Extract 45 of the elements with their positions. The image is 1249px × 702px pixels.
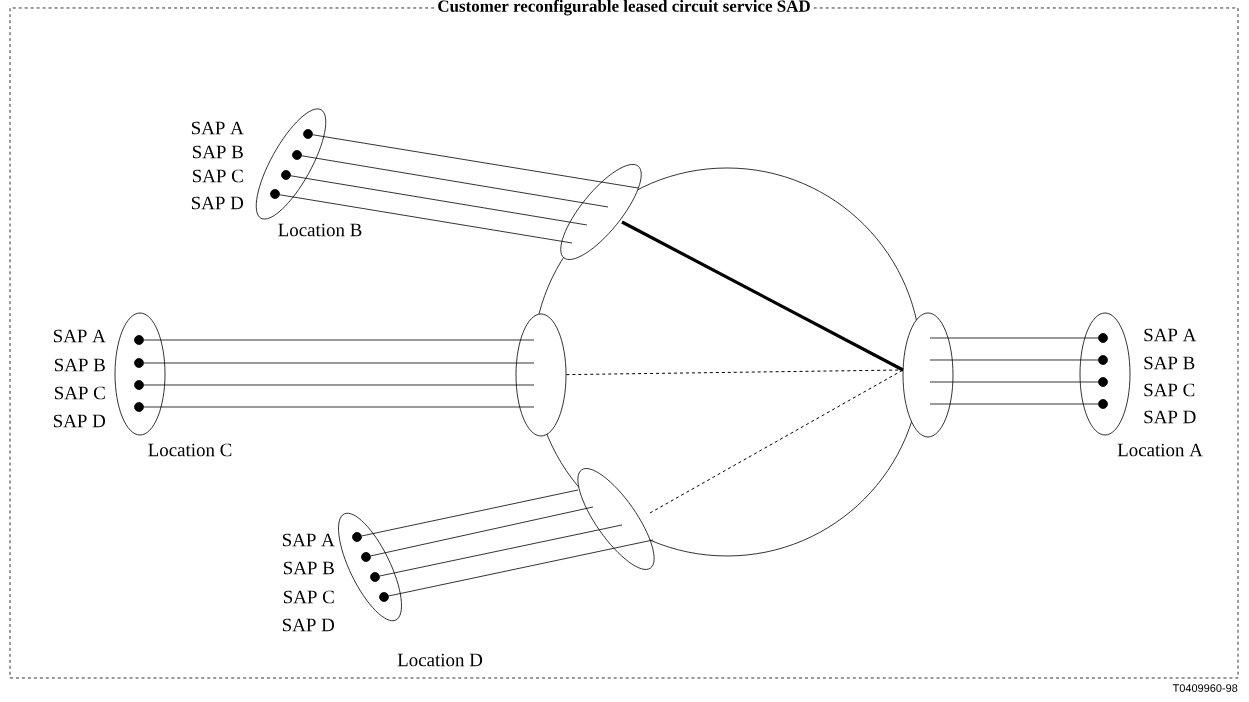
- sap-label: SAP C: [284, 590, 334, 604]
- sap-label: SAP B: [1144, 356, 1195, 370]
- location-ellipse: [114, 312, 166, 436]
- frame-title: Customer reconfigurable leased circuit service SAD: [436, 0, 812, 17]
- sap-label: SAP D: [282, 618, 335, 632]
- location-label: Location C: [148, 443, 232, 457]
- circuit-line: [388, 539, 654, 597]
- sap-label: SAP A: [1144, 328, 1197, 342]
- circuit-line: [361, 489, 579, 537]
- location-label: Location D: [397, 653, 483, 667]
- circuit-line: [370, 506, 594, 557]
- connection-line: [565, 369, 904, 376]
- location-ellipse: [1079, 312, 1131, 436]
- sap-label: SAP C: [193, 169, 243, 183]
- circuit-line: [143, 406, 535, 408]
- location-label: Location B: [278, 223, 362, 237]
- circuit-line: [279, 194, 573, 244]
- sap-label: SAP B: [55, 358, 105, 372]
- connection-line: [649, 369, 904, 514]
- sap-label: SAP D: [191, 196, 244, 210]
- circuit-line: [301, 155, 609, 208]
- circuit-line: [143, 384, 535, 386]
- port-ellipse: [902, 312, 954, 438]
- sap-label: SAP C: [55, 386, 105, 400]
- sap-label: SAP A: [191, 121, 244, 135]
- circuit-line: [143, 339, 535, 341]
- sap-label: SAP C: [1144, 383, 1195, 397]
- circuit-line: [929, 359, 1099, 361]
- circuit-line: [929, 337, 1099, 339]
- circuit-line: [929, 403, 1099, 405]
- circuit-line: [379, 524, 623, 577]
- port-ellipse: [515, 313, 567, 437]
- circuit-line: [929, 381, 1099, 383]
- figure-code: T0409960-98: [1172, 684, 1238, 692]
- sap-label: SAP A: [282, 533, 335, 547]
- sap-label: SAP B: [193, 145, 243, 159]
- sap-label: SAP D: [53, 414, 106, 428]
- sap-label: SAP A: [53, 329, 106, 343]
- location-label: Location A: [1117, 443, 1203, 457]
- circuit-line: [290, 175, 588, 226]
- connection-line: [621, 220, 904, 372]
- circuit-line: [312, 134, 639, 189]
- sap-label: SAP B: [284, 561, 334, 575]
- sap-label: SAP D: [1144, 410, 1196, 424]
- circuit-line: [143, 362, 535, 364]
